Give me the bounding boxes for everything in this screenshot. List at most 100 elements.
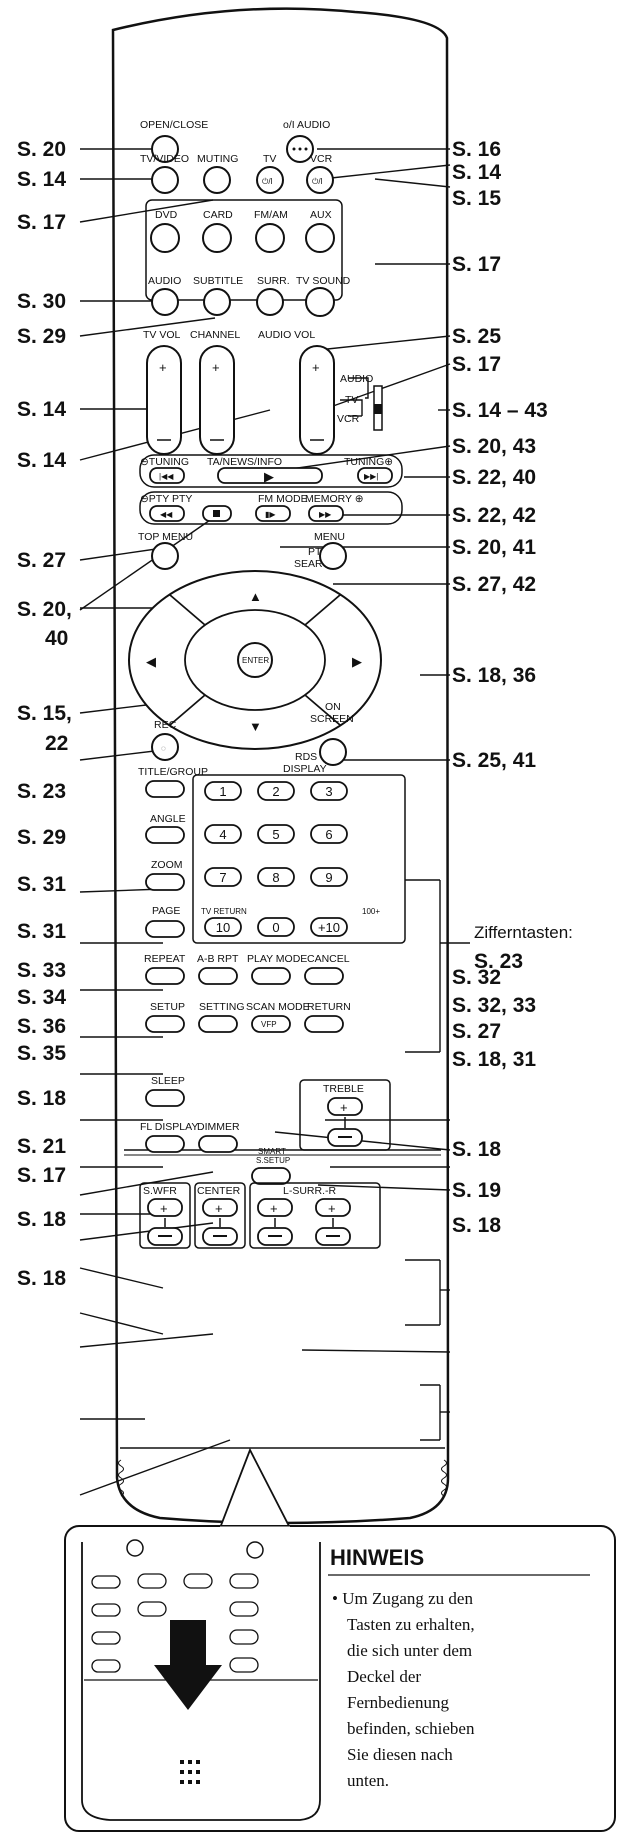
plus-icon: + bbox=[159, 360, 167, 375]
label-setting: SETTING bbox=[199, 1001, 245, 1013]
on-screen-button[interactable] bbox=[319, 738, 347, 766]
cursor-pad: ▲ ▼ ◀ ▶ ENTER bbox=[128, 570, 382, 750]
top-buttons: OPEN/CLOSE ᴏ/I AUDIO TV/VIDEO MUTING TV … bbox=[140, 119, 351, 317]
callout-tv-power: S. 14 bbox=[452, 161, 501, 184]
numeric-key-1[interactable]: 1 bbox=[204, 781, 242, 801]
stop-button[interactable] bbox=[202, 505, 232, 522]
cursor-down-button[interactable]: ▼ bbox=[249, 719, 262, 734]
fast-forward-button[interactable]: ▶▶ bbox=[308, 505, 344, 522]
callout-return: S. 27 bbox=[452, 1020, 501, 1043]
channel-rocker[interactable]: + bbox=[199, 345, 235, 455]
cursor-left-button[interactable]: ◀ bbox=[146, 654, 156, 669]
numeric-key-6[interactable]: 6 bbox=[310, 824, 348, 844]
tv-vol-rocker[interactable]: + bbox=[146, 345, 182, 455]
treble-minus-button[interactable] bbox=[327, 1128, 363, 1147]
surr-left-plus-button[interactable]: + bbox=[257, 1198, 293, 1217]
label-play-mode: PLAY MODE bbox=[247, 953, 307, 965]
cancel-button[interactable] bbox=[304, 967, 344, 985]
label-top-menu: TOP MENU bbox=[138, 531, 193, 543]
rewind-icon: ◀◀ bbox=[160, 510, 173, 519]
callout-title-group: S. 23 bbox=[17, 780, 66, 803]
return-button[interactable] bbox=[304, 1015, 344, 1033]
rewind-button[interactable]: ◀◀ bbox=[149, 505, 185, 522]
label-rds-2: DISPLAY bbox=[283, 763, 327, 775]
card-button[interactable] bbox=[202, 223, 232, 253]
numeric-key-plus10[interactable]: +10 bbox=[310, 917, 348, 937]
rec-button[interactable]: ◌ bbox=[151, 733, 179, 761]
cursor-right-button[interactable]: ▶ bbox=[352, 654, 362, 669]
surr-right-minus-button[interactable] bbox=[315, 1227, 351, 1246]
label-hundred: 100+ bbox=[362, 907, 380, 916]
center-frame bbox=[194, 1182, 246, 1249]
label-tv-sound: TV SOUND bbox=[296, 275, 351, 287]
ta-news-info-button[interactable]: ▶ bbox=[217, 467, 323, 484]
play-mode-button[interactable] bbox=[251, 967, 291, 985]
audio-power-button[interactable] bbox=[286, 135, 314, 163]
tv-power-button[interactable]: ⏻/I bbox=[256, 166, 284, 194]
callout-dimmer: S. 17 bbox=[17, 1164, 66, 1187]
audio-vol-rocker[interactable]: + bbox=[299, 345, 335, 455]
tuning-plus-button[interactable]: ▶▶| bbox=[357, 467, 393, 484]
s-wfr-minus-button[interactable] bbox=[147, 1227, 183, 1246]
sleep-button[interactable] bbox=[145, 1089, 185, 1107]
title-group-button[interactable] bbox=[145, 780, 185, 798]
audio-button[interactable] bbox=[151, 288, 179, 316]
numeric-key-3[interactable]: 3 bbox=[310, 781, 348, 801]
callout-tuning: S. 22, 40 bbox=[452, 466, 536, 489]
surr-button[interactable] bbox=[256, 288, 284, 316]
s-wfr-plus-button[interactable]: + bbox=[147, 1198, 183, 1217]
label-angle: ANGLE bbox=[150, 813, 186, 825]
surr-right-plus-button[interactable]: + bbox=[315, 1198, 351, 1217]
numeric-key-9[interactable]: 9 bbox=[310, 867, 348, 887]
repeat-button[interactable] bbox=[145, 967, 185, 985]
numeric-key-5[interactable]: 5 bbox=[257, 824, 295, 844]
treble-plus-button[interactable]: + bbox=[327, 1097, 363, 1116]
callout-s-wfr: S. 18 bbox=[17, 1208, 66, 1231]
setting-button[interactable] bbox=[198, 1015, 238, 1033]
callout-ab-rpt: S. 34 bbox=[17, 986, 66, 1009]
fm-am-button[interactable] bbox=[255, 223, 285, 253]
enter-button[interactable]: ENTER bbox=[237, 642, 273, 678]
numeric-key-0[interactable]: 0 bbox=[257, 917, 295, 937]
top-menu-button[interactable] bbox=[151, 542, 179, 570]
numeric-key-8[interactable]: 8 bbox=[257, 867, 295, 887]
tv-video-button[interactable] bbox=[151, 166, 179, 194]
center-minus-button[interactable] bbox=[202, 1227, 238, 1246]
ab-rpt-button[interactable] bbox=[198, 967, 238, 985]
setup-button[interactable] bbox=[145, 1015, 185, 1033]
aux-button[interactable] bbox=[305, 223, 335, 253]
dimmer-button[interactable] bbox=[198, 1135, 238, 1153]
fl-display-button[interactable] bbox=[145, 1135, 185, 1153]
pause-button[interactable]: ▮▶ bbox=[255, 505, 291, 522]
callout-rec-a: S. 15, bbox=[17, 702, 72, 725]
vfp-button[interactable]: VFP bbox=[251, 1015, 291, 1033]
numeric-key-7[interactable]: 7 bbox=[204, 867, 242, 887]
callout-ta-news-info: S. 20, 43 bbox=[452, 435, 536, 458]
cursor-up-button[interactable]: ▲ bbox=[249, 589, 262, 604]
menu-button[interactable] bbox=[319, 542, 347, 570]
mode-slide-switch[interactable] bbox=[373, 385, 383, 431]
smart-setup-button[interactable] bbox=[251, 1167, 291, 1185]
center-plus-button[interactable]: + bbox=[202, 1198, 238, 1217]
surr-left-minus-button[interactable] bbox=[257, 1227, 293, 1246]
vcr-power-button[interactable]: ⏻/I bbox=[306, 166, 334, 194]
zoom-button[interactable] bbox=[145, 873, 185, 891]
numeric-key-label: 1 bbox=[219, 784, 226, 799]
numeric-key-4[interactable]: 4 bbox=[204, 824, 242, 844]
muting-button[interactable] bbox=[203, 166, 231, 194]
label-muting: MUTING bbox=[197, 153, 238, 165]
callout-play-mode: S. 32, 33 bbox=[452, 994, 536, 1017]
open-close-button[interactable] bbox=[151, 135, 179, 163]
tuning-minus-button[interactable]: |◀◀ bbox=[149, 467, 185, 484]
tuning-section: ⊖TUNING TA/NEWS/INFO TUNING⊕ |◀◀ ▶ ▶▶| ⊖… bbox=[139, 454, 403, 525]
dvd-button[interactable] bbox=[150, 223, 180, 253]
callout-subtitle: S. 29 bbox=[17, 325, 66, 348]
numeric-key-2[interactable]: 2 bbox=[257, 781, 295, 801]
label-audio-power: ᴏ/I AUDIO bbox=[283, 119, 330, 131]
tv-sound-button[interactable] bbox=[305, 287, 335, 317]
angle-button[interactable] bbox=[145, 826, 185, 844]
subtitle-button[interactable] bbox=[203, 288, 231, 316]
numeric-key-10[interactable]: 10 bbox=[204, 917, 242, 937]
page-button[interactable] bbox=[145, 920, 185, 938]
callout-top-menu: S. 27 bbox=[17, 549, 66, 572]
